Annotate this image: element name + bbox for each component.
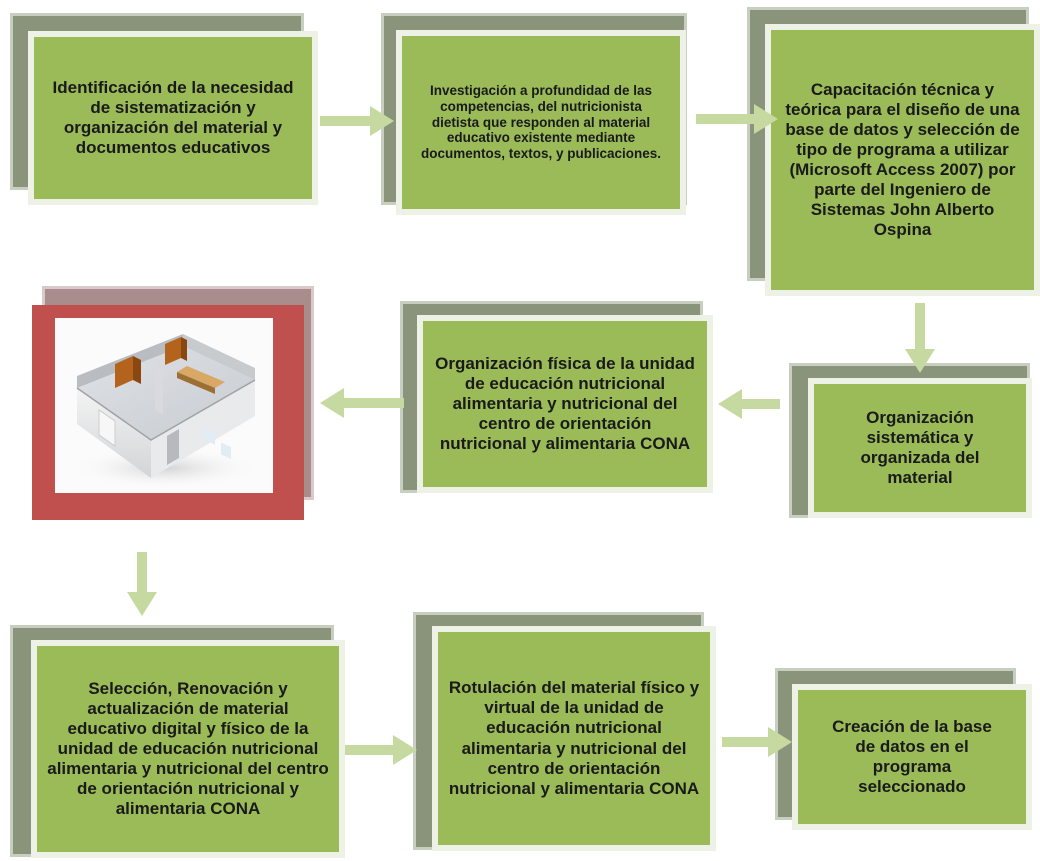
room-render-icon [55,318,273,493]
step-investigacion-text: Investigación a profundidad de las compe… [420,82,662,162]
step-capacitacion-text: Capacitación técnica y teórica para el d… [785,79,1020,240]
step-organizacion-fisica-text: Organización física de la unidad de educ… [435,353,695,454]
step-creacion-base-datos-text: Creación de la base de datos en el progr… [832,716,992,797]
arrow-down-2-icon [127,552,157,616]
step-identificacion-text: Identificación de la necesidad de sistem… [52,77,294,158]
room-illustration [65,334,265,490]
arrow-left-1-icon [718,389,780,419]
arrow-right-3-icon [345,735,417,765]
step-organizacion-sistematica-text: Organización sistemática y organizada de… [860,407,980,488]
arrow-left-2-icon [320,388,404,418]
step-seleccion-renovacion-text: Selección, Renovación y actualización de… [47,678,329,819]
step-rotulacion-text: Rotulación del material físico y virtual… [448,678,700,798]
